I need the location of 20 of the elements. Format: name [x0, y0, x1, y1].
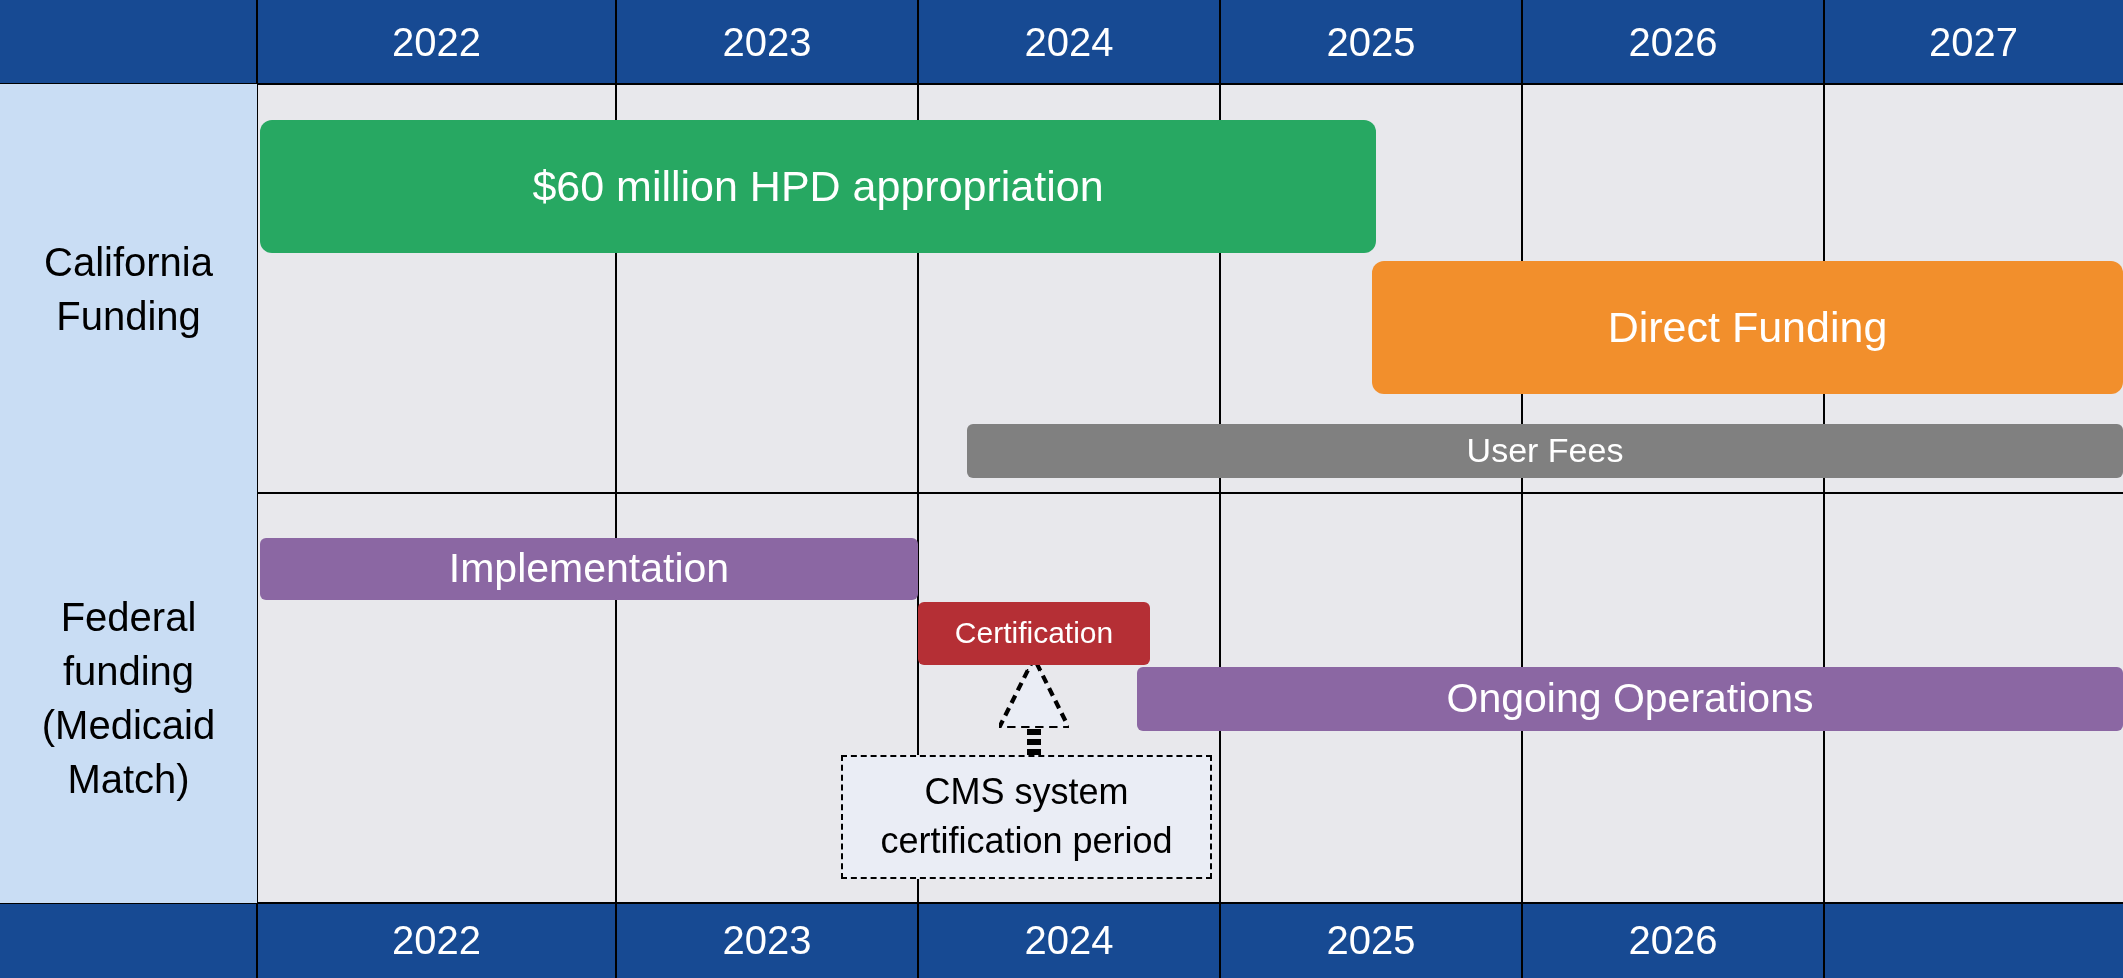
year-label: 2024 [1023, 18, 1115, 66]
row-header: Federal funding (Medicaid Match) [0, 493, 257, 903]
year-label: 2022 [391, 917, 482, 964]
timeline-bar: Ongoing Operations [1137, 667, 2123, 731]
timeline-bar: Certification [918, 602, 1150, 665]
year-label: 2023 [721, 18, 813, 66]
row-header: California Funding [0, 84, 257, 493]
timeline-bar: Implementation [260, 538, 918, 600]
year-label: 2023 [721, 917, 813, 964]
callout-box: CMS system certification period [841, 755, 1212, 879]
year-label: 2027 [1928, 18, 2019, 66]
year-label: 2022 [391, 18, 482, 66]
year-label: 2024 [1023, 917, 1115, 964]
year-label: 2025 [1325, 917, 1417, 964]
timeline-bar: Direct Funding [1372, 261, 2123, 394]
timeline-bar: $60 million HPD appropriation [260, 120, 1376, 253]
year-label: 2026 [1627, 917, 1719, 964]
year-label: 2025 [1325, 18, 1417, 66]
year-label: 2026 [1627, 18, 1719, 66]
timeline-bar: User Fees [967, 424, 2123, 478]
